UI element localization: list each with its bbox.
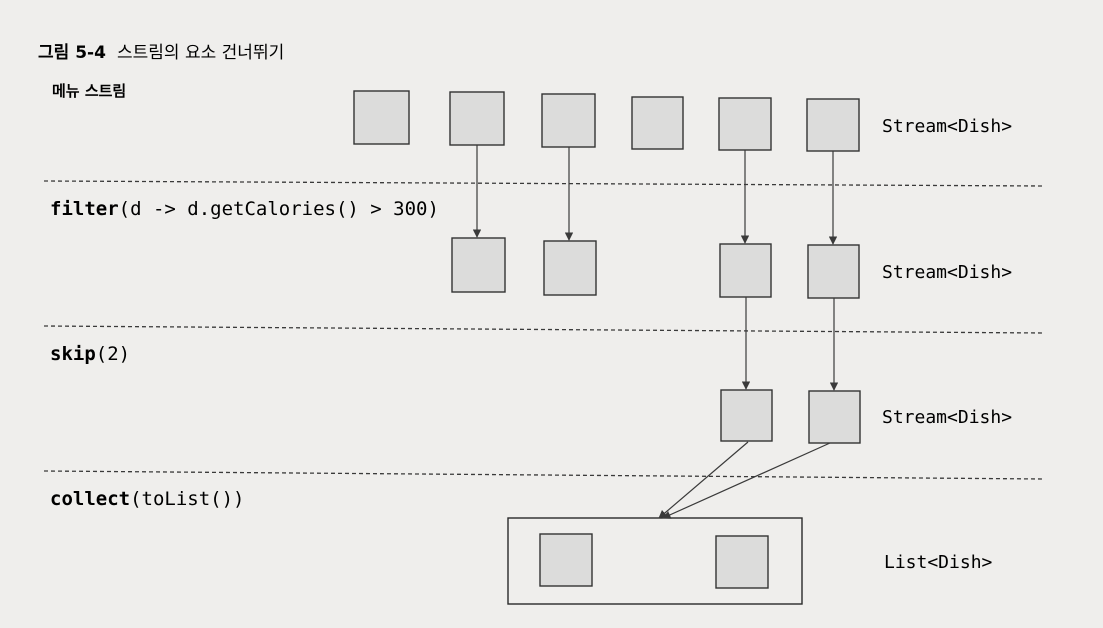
dish-box xyxy=(720,389,773,442)
separator-line xyxy=(43,180,1045,187)
filter-op-name: filter xyxy=(50,198,119,220)
filter-op-label: filter(d -> d.getCalories() > 300) xyxy=(50,198,439,220)
list-container xyxy=(507,517,803,605)
row3-type-label: Stream<Dish> xyxy=(882,407,1012,428)
dish-box xyxy=(806,98,860,152)
dish-box xyxy=(719,243,772,298)
dish-box xyxy=(631,96,684,150)
figure-caption: 그림 5-4 스트림의 요소 건너뛰기 xyxy=(38,43,284,63)
dish-box xyxy=(718,97,772,151)
flow-arrow xyxy=(662,442,831,519)
dish-box xyxy=(807,244,860,299)
figure-number: 그림 5-4 xyxy=(38,43,106,63)
separator-line xyxy=(43,325,1045,334)
collect-op-label: collect(toList()) xyxy=(50,488,244,510)
collect-op-args: (toList()) xyxy=(130,488,244,510)
skip-op-name: skip xyxy=(50,343,96,365)
dish-box xyxy=(449,91,505,146)
dish-box xyxy=(543,240,597,296)
menu-stream-label: 메뉴 스트림 xyxy=(52,82,126,100)
row4-type-label: List<Dish> xyxy=(884,552,993,573)
flow-arrow xyxy=(658,441,749,519)
dish-box xyxy=(715,535,769,589)
row1-type-label: Stream<Dish> xyxy=(882,116,1012,137)
skip-op-label: skip(2) xyxy=(50,343,130,365)
dish-box xyxy=(353,90,410,145)
skip-op-args: (2) xyxy=(96,343,130,365)
separator-line xyxy=(43,470,1045,480)
row2-type-label: Stream<Dish> xyxy=(882,262,1012,283)
dish-box xyxy=(808,390,861,444)
dish-box xyxy=(539,533,593,587)
collect-op-name: collect xyxy=(50,488,130,510)
dish-box xyxy=(541,93,596,148)
filter-op-args: (d -> d.getCalories() > 300) xyxy=(119,198,439,220)
figure-title: 스트림의 요소 건너뛰기 xyxy=(117,43,284,63)
dish-box xyxy=(451,237,506,293)
